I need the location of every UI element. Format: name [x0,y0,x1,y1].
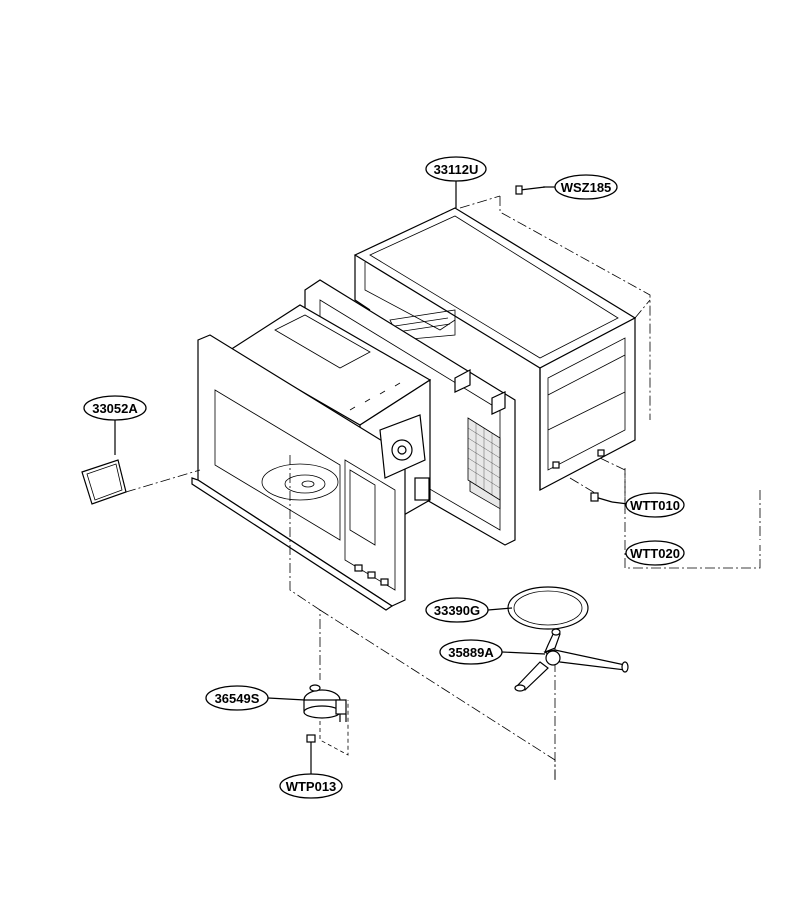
part-number-text: WTT020 [630,546,680,561]
part-number-text: WSZ185 [561,180,612,195]
part-number-text: 35889A [448,645,494,660]
glass-tray [507,586,589,630]
inner-chassis [191,279,516,611]
lower-guides [289,455,761,780]
label-33390G: 33390G [425,597,489,623]
leader-lines [267,180,629,774]
waveguide-cover [81,459,127,505]
part-number-text: WTP013 [286,779,337,794]
part-number-text: 33052A [92,401,138,416]
label-WTT010: WTT010 [625,492,685,518]
screw-wtp013 [306,734,316,770]
guide-33052A [114,420,201,493]
part-number-text: WTT010 [630,498,680,513]
screw-wsz185 [515,185,546,195]
label-WSZ185: WSZ185 [554,174,618,200]
part-number-text: 33390G [434,603,480,618]
label-33112U: 33112U [425,156,487,182]
label-35889A: 35889A [439,639,503,665]
cabinet-guides [429,195,651,420]
roller-guide [514,628,629,692]
label-36549S: 36549S [205,685,269,711]
screw-wtt010 [590,492,613,503]
label-33052A: 33052A [83,395,147,421]
part-number-text: 36549S [215,691,260,706]
part-number-text: 33112U [434,162,479,177]
turntable-motor [303,684,347,722]
label-WTT020: WTT020 [625,540,685,566]
label-WTP013: WTP013 [279,773,343,799]
